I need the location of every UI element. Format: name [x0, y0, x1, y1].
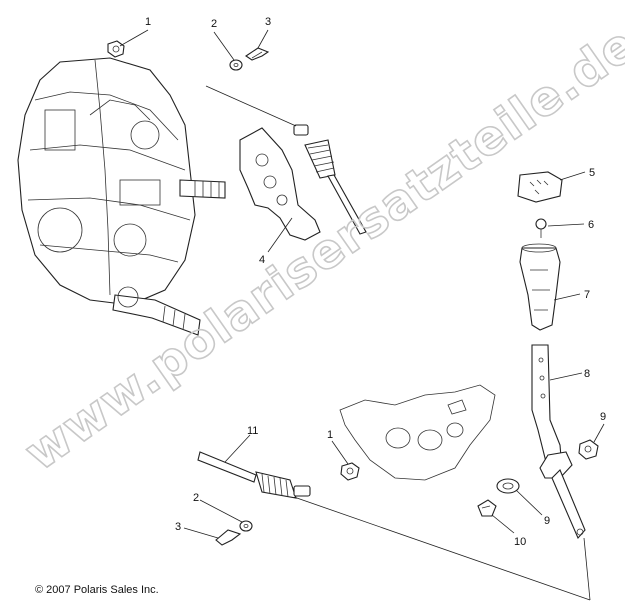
bracket [239, 127, 321, 241]
washer-top [229, 59, 243, 71]
bushing [496, 478, 520, 494]
clip-lower-left [215, 529, 242, 546]
callout-6: 6 [588, 219, 594, 231]
callout-9-right: 9 [600, 411, 606, 423]
callout-10: 10 [514, 536, 526, 548]
clip-top [245, 47, 270, 61]
callout-1-top: 1 [145, 16, 151, 28]
callout-11: 11 [247, 425, 258, 437]
nut-right [578, 439, 599, 460]
shift-knob-cap [517, 171, 563, 203]
callout-7: 7 [584, 289, 590, 301]
shift-lever [531, 344, 586, 540]
nut-lower [340, 462, 360, 481]
shift-cable-lower [197, 451, 311, 499]
callout-5: 5 [589, 167, 595, 179]
output-shaft-upper [179, 179, 226, 199]
callout-3-lower: 3 [175, 521, 181, 533]
output-shaft-lower [112, 286, 201, 336]
callout-1-lower: 1 [327, 429, 333, 441]
callout-8: 8 [584, 368, 590, 380]
lower-bracket [339, 384, 496, 481]
callout-2-top: 2 [211, 18, 217, 30]
shift-cable-top [293, 124, 367, 235]
nut-top [107, 40, 125, 58]
shift-knob [519, 243, 561, 331]
copyright-notice: © 2007 Polaris Sales Inc. [35, 584, 159, 596]
callout-2-lower: 2 [193, 492, 199, 504]
callout-9-lower: 9 [544, 515, 550, 527]
washer-lower [239, 520, 253, 532]
callout-3-top: 3 [265, 16, 271, 28]
assembly-lines [119, 29, 605, 601]
screw [535, 218, 547, 238]
callout-4: 4 [259, 254, 265, 266]
clip-lower [477, 499, 497, 517]
transmission-housing [17, 57, 196, 306]
